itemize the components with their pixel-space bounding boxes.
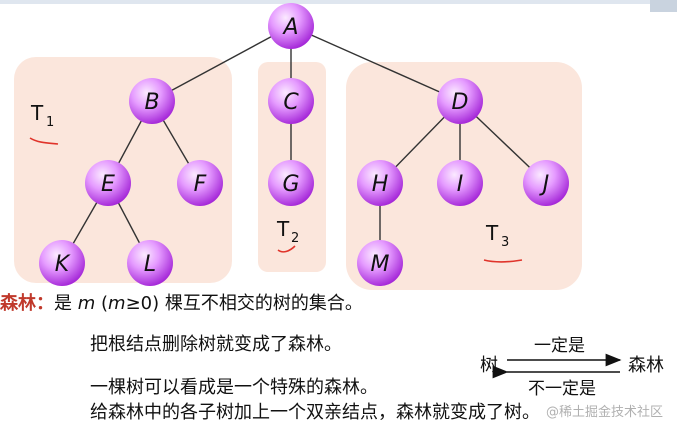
note-line-1: 把根结点删除树就变成了森林。 [90, 334, 342, 355]
node-i: I [437, 160, 483, 206]
node-circle-m [357, 240, 403, 286]
node-circle-a [268, 3, 314, 49]
node-circle-j [523, 160, 569, 206]
node-circle-l [127, 240, 173, 286]
definition-colon: ： [36, 293, 54, 314]
definition-prefix: 是 [54, 293, 78, 314]
svg-text:T: T [485, 221, 499, 245]
note-line-2: 一棵树可以看成是一个特殊的森林。 [90, 377, 378, 398]
top-bar [0, 0, 677, 4]
note-line-3: 给森林中的各子树加上一个双亲结点，森林就变成了树。 [90, 402, 540, 423]
node-label-b: B [144, 90, 159, 115]
node-j: J [523, 160, 569, 206]
node-label-j: J [539, 172, 550, 197]
node-label-c: C [283, 90, 299, 115]
node-circle-e [85, 160, 131, 206]
definition-suffix: 棵互不相交的树的集合。 [159, 293, 363, 314]
node-circle-g [268, 160, 314, 206]
corner-tab [650, 0, 677, 12]
node-c: C [268, 78, 314, 124]
node-f: F [177, 160, 223, 206]
definition-paren: ( [95, 293, 109, 314]
node-label-f: F [194, 172, 207, 197]
node-label-e: E [101, 172, 115, 197]
underline-mark-t3 [483, 259, 523, 263]
underline-mark-t2 [277, 245, 296, 253]
node-b: B [129, 78, 175, 124]
node-circle-f [177, 160, 223, 206]
node-circle-h [357, 160, 403, 206]
definition-cond: ≥0) [125, 293, 160, 314]
node-label-k: K [55, 252, 71, 277]
node-label-g: G [282, 172, 299, 197]
definition-m2: m [108, 293, 126, 314]
svg-text:3: 3 [501, 235, 509, 250]
edge-a-b [151, 25, 292, 102]
svg-text:2: 2 [291, 231, 299, 246]
relation-bottom-label: 不一定是 [528, 379, 596, 399]
node-circle-k [39, 240, 85, 286]
definition-term: 森林 [0, 293, 36, 314]
node-circle-b [129, 78, 175, 124]
node-label-d: D [452, 90, 469, 115]
node-a: A [268, 3, 314, 49]
relation-top-label: 一定是 [534, 336, 585, 356]
edge-a-d [290, 25, 461, 102]
node-e: E [85, 160, 131, 206]
tree-label-t2: T 2 [276, 217, 299, 253]
node-circle-c [268, 78, 314, 124]
svg-text:T: T [276, 217, 290, 241]
svg-text:1: 1 [46, 115, 54, 130]
node-label-i: I [457, 172, 464, 197]
relation-right-label: 森林 [628, 355, 664, 376]
node-k: K [39, 240, 85, 286]
node-h: H [357, 160, 403, 206]
node-m: M [357, 240, 403, 286]
node-circle-d [437, 78, 483, 124]
svg-text:T: T [30, 101, 44, 125]
relation-left-label: 树 [480, 355, 498, 376]
node-d: D [437, 78, 483, 124]
tree-label-t1: T 1 [29, 101, 59, 145]
node-g: G [268, 160, 314, 206]
tree-label-t3: T 3 [483, 221, 523, 263]
node-circle-i [437, 160, 483, 206]
node-label-a: A [281, 15, 298, 40]
node-label-h: H [372, 172, 389, 197]
node-label-m: M [371, 252, 390, 277]
definition-line: 森林：是 m (m≥0) 棵互不相交的树的集合。 [0, 293, 363, 315]
node-label-l: L [144, 252, 156, 277]
definition-m1: m [77, 293, 96, 314]
underline-mark-t1 [29, 137, 59, 145]
watermark: @稀土掘金技术社区 [545, 405, 663, 420]
node-l: L [127, 240, 173, 286]
